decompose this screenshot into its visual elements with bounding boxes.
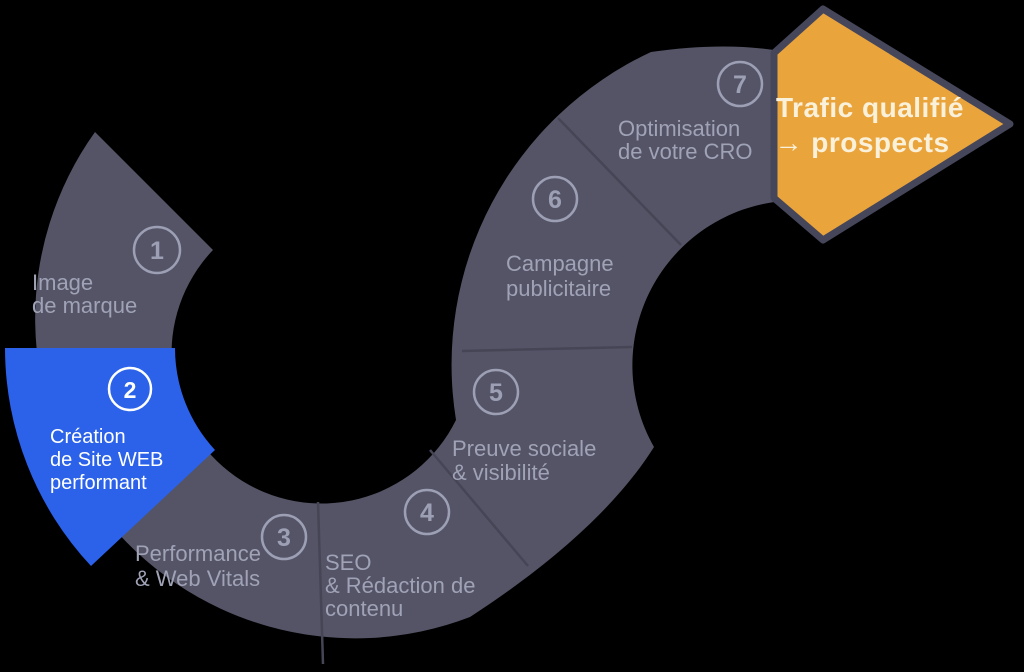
step-7-badge (716, 60, 764, 108)
arrow-shape (770, 5, 1014, 244)
step-2-label-line2: de Site WEB (50, 449, 163, 471)
step-1-number: 1 (150, 237, 164, 265)
arrow-label-line2: → prospects (774, 127, 949, 158)
step-1-label-line1: Image (32, 270, 93, 295)
step-1: 1 Image de marque (32, 225, 182, 318)
step-2-badge (107, 366, 153, 412)
step-3-label-line2: & Web Vitals (135, 566, 260, 591)
step-5-label-line2: & visibilité (452, 460, 550, 485)
step-7-label-line1: Optimisation (618, 116, 740, 141)
step-4-label-line3: contenu (325, 596, 403, 621)
step-2: 2 Création de Site WEB performant (50, 366, 163, 494)
step-6: 6 Campagne publicitaire (506, 175, 614, 301)
step-6-label-line1: Campagne (506, 251, 614, 276)
step-2-number: 2 (124, 377, 137, 403)
step-4-label-line1: SEO (325, 550, 371, 575)
step-3-number: 3 (277, 524, 291, 552)
divider-step6-step7 (557, 117, 682, 246)
step-6-badge (531, 175, 579, 223)
step-3-badge (260, 513, 308, 561)
result-arrow: Trafic qualifié → prospects (770, 5, 1014, 244)
step-4-number: 4 (420, 499, 434, 527)
step-2-label-line1: Création (50, 426, 126, 448)
step-6-label-line2: publicitaire (506, 276, 611, 301)
divider-step3-step4 (316, 501, 325, 665)
step-7-number: 7 (733, 71, 747, 99)
step-4-badge (403, 488, 451, 536)
step-3: 3 Performance & Web Vitals (135, 513, 308, 591)
step-3-label-line1: Performance (135, 541, 261, 566)
divider-step5-step6 (461, 345, 633, 353)
step-5: 5 Preuve sociale & visibilité (452, 368, 596, 485)
step-4: 4 SEO & Rédaction de contenu (325, 488, 475, 621)
step-6-number: 6 (548, 186, 562, 214)
step-2-segment (5, 348, 215, 566)
divider-step4-step5 (429, 449, 529, 567)
step-4-label-line2: & Rédaction de (325, 573, 475, 598)
step-1-badge (132, 225, 182, 275)
step-7-label-line2: de votre CRO (618, 139, 753, 164)
arrow-label-line1: Trafic qualifié (776, 92, 964, 123)
step-1-label-line2: de marque (32, 293, 137, 318)
s-curve-ribbon (35, 46, 783, 639)
step-2-label-line3: performant (50, 472, 147, 494)
step-7: 7 Optimisation de votre CRO (618, 60, 764, 164)
step-5-badge (472, 368, 520, 416)
step-5-label-line1: Preuve sociale (452, 436, 596, 461)
step-5-number: 5 (489, 379, 503, 407)
